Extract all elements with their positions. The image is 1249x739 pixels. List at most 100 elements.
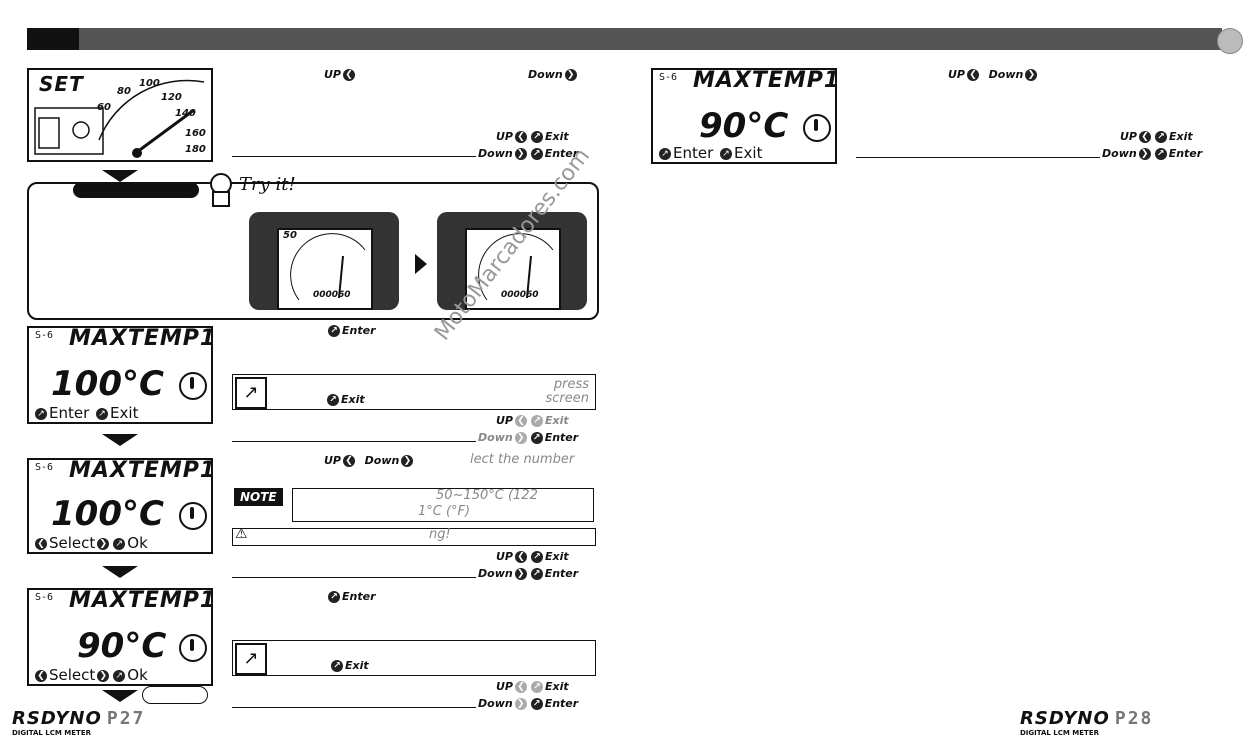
exit-key-icon: ↗ [235, 377, 267, 409]
down-arrow-icon [102, 690, 138, 702]
lcd-screen-maxtemp-result: S-6 MAXTEMP1 90°C ↗Enter ↗Exit [651, 68, 837, 164]
key-exit: ↗Exit [325, 393, 365, 406]
key-enter: ↗Enter [326, 590, 376, 603]
header-tab [27, 28, 79, 50]
text-screen: screen [545, 391, 589, 406]
down-arrow-icon [102, 170, 138, 182]
corner-emblem-icon [1217, 28, 1243, 54]
right-arrow-icon: ❯ [97, 669, 110, 682]
left-arrow-icon: ❮ [515, 131, 527, 143]
ok-icon: ↗ [113, 537, 126, 550]
enter-icon: ↗ [328, 591, 340, 603]
tick-160: 160 [185, 128, 206, 139]
divider [232, 707, 476, 708]
set-title: SET [39, 72, 84, 96]
enter-icon: ↗ [530, 432, 543, 444]
lcd-screen-maxtemp-select: S-6 MAXTEMP1 100°C ❮Select❯↗Ok [27, 458, 213, 554]
enter-icon: ↗ [530, 568, 543, 580]
exit-icon: ↗ [327, 394, 339, 406]
odometer-value: 000060 [501, 290, 539, 300]
odometer-value: 000060 [313, 290, 351, 300]
right-arrow-icon: ❯ [97, 537, 110, 550]
note-tag: NOTE [234, 488, 283, 506]
screen-title: MAXTEMP1 [69, 326, 213, 351]
left-arrow-icon: ❮ [515, 681, 527, 693]
meter-screen: 000060 [465, 228, 561, 310]
key-down-enter: Down❯↗Enter [478, 147, 579, 160]
next-step-pill [142, 686, 208, 704]
temp-value: 90°C [699, 106, 789, 146]
warning-icon: ⚠ [235, 526, 248, 542]
left-arrow-icon: ❮ [35, 537, 47, 550]
right-arrow-icon: ❯ [1025, 69, 1038, 81]
key-up: UP❮ [324, 68, 357, 81]
meter-device-after: 000060 [437, 212, 587, 310]
brand-logo: RSDYNO [12, 708, 102, 729]
info-box: ↗ press ↗Exit screen [232, 374, 596, 410]
key-up-exit-dim: UP❮↗Exit [496, 680, 569, 693]
text-warning: ng! [429, 527, 451, 542]
key-down-enter: Down❯↗Enter [478, 697, 579, 710]
tachometer-gauge-icon [34, 79, 205, 158]
tick-140: 140 [175, 108, 196, 119]
try-it-panel: Try it! 50 000060 000060 [27, 173, 599, 320]
left-arrow-icon: ❮ [1139, 131, 1151, 143]
left-arrow-icon: ❮ [35, 669, 47, 682]
brand-subtitle: DIGITAL LCM METER [12, 729, 92, 737]
key-up-exit-dim: UP❮↗Exit [496, 414, 569, 427]
right-arrow-icon: ❯ [514, 568, 527, 580]
down-arrow-icon [102, 434, 138, 446]
rider-mascot-icon [210, 173, 232, 207]
info-box: ↗ ↗Exit [232, 640, 596, 676]
temp-value: 100°C [51, 494, 164, 534]
key-up-exit: UP❮↗Exit [496, 130, 569, 143]
right-arrow-icon: ❯ [401, 455, 414, 467]
right-arrow-icon: ❯ [514, 698, 527, 710]
text-range: 50~150°C (122 [436, 488, 538, 503]
right-arrow-icon: ❯ [1138, 148, 1151, 160]
tick-60: 60 [97, 102, 111, 113]
right-arrow-icon: ❯ [514, 148, 527, 160]
divider [232, 441, 476, 442]
exit-icon: ↗ [531, 415, 543, 427]
key-up-exit: UP❮↗Exit [496, 550, 569, 563]
speed-value: 50 [283, 230, 297, 241]
exit-icon: ↗ [1155, 131, 1167, 143]
screen-title: MAXTEMP1 [69, 588, 213, 613]
enter-icon: ↗ [530, 148, 543, 160]
left-arrow-icon: ❮ [343, 69, 355, 81]
screen-footer: ↗Enter ↗Exit [33, 404, 138, 422]
key-up-down: UP❮ Down❯ [324, 454, 415, 467]
meter-device-before: 50 000060 [249, 212, 399, 310]
key-up-down: UP❮ Down❯ [948, 68, 1039, 81]
lcd-screen-maxtemp-enter: S-6 MAXTEMP1 100°C ↗Enter ↗Exit [27, 326, 213, 424]
lcd-screen-maxtemp-adjusted: S-6 MAXTEMP1 90°C ❮Select❯↗Ok [27, 588, 213, 686]
footer-left: RSDYNO P27 DIGITAL LCM METER [12, 708, 145, 737]
mode-code: S-6 [35, 330, 54, 341]
exit-key-icon: ↗ [235, 643, 267, 675]
enter-icon: ↗ [328, 325, 340, 337]
try-it-label: Try it! [239, 174, 296, 195]
next-arrow-icon [415, 254, 427, 274]
try-it-tab [73, 182, 199, 198]
brand-subtitle: DIGITAL LCM METER [1020, 729, 1100, 737]
key-enter: ↗Enter [326, 324, 376, 337]
footer-right: RSDYNO P28 DIGITAL LCM METER [1020, 708, 1153, 737]
tick-100: 100 [139, 78, 160, 89]
left-arrow-icon: ❮ [967, 69, 979, 81]
meter-screen: 50 000060 [277, 228, 373, 310]
page-number: P27 [106, 708, 146, 729]
screen-footer: ❮Select❯↗Ok [33, 534, 148, 552]
temp-value: 90°C [77, 626, 167, 666]
brand-logo: RSDYNO [1020, 708, 1110, 729]
note-body [292, 488, 594, 522]
key-down: Down❯ [528, 68, 579, 81]
screen-footer: ↗Enter ↗Exit [657, 144, 762, 162]
left-arrow-icon: ❮ [515, 415, 527, 427]
tick-180: 180 [185, 144, 206, 155]
mode-code: S-6 [659, 72, 678, 83]
exit-icon: ↗ [531, 681, 543, 693]
divider [856, 157, 1100, 158]
text-press: press [553, 377, 589, 392]
mode-code: S-6 [35, 592, 54, 603]
